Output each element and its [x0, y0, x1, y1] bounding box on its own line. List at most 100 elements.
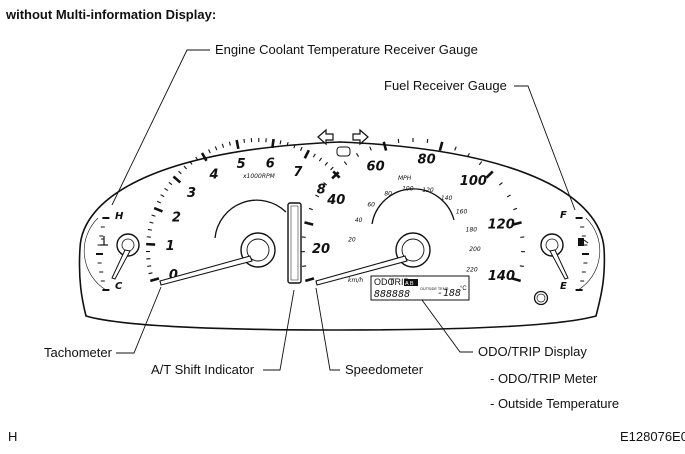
coolant-temperature-gauge: H C	[83, 211, 140, 292]
leader-speedometer	[315, 287, 340, 371]
speedo-tick	[438, 141, 444, 151]
tach-tick	[148, 272, 153, 275]
speedo-kmh-number: 40	[355, 217, 363, 224]
tach-tick	[235, 139, 240, 150]
speedo-kmh-number: 220	[466, 266, 478, 273]
speedo-kmh-unit: km/h	[348, 277, 363, 284]
leader-shift-indicator	[263, 289, 295, 371]
tach-tick	[183, 165, 187, 170]
tach-tick	[228, 141, 231, 146]
tach-tick	[147, 228, 152, 231]
speedo-tick	[478, 161, 483, 166]
lcd-temp-digits: -188	[437, 288, 461, 299]
speedo-kmh-number: 200	[469, 246, 481, 253]
tach-tick	[303, 149, 311, 159]
leader-fuel	[514, 85, 576, 211]
speedo-tick	[506, 194, 511, 198]
tach-tick	[149, 277, 160, 283]
lcd-ab: A B	[405, 281, 414, 287]
tach-number: 4	[208, 167, 218, 182]
tach-tick	[164, 187, 169, 192]
label-odo-trip-meter: - ODO/TRIP Meter	[490, 371, 598, 386]
tach-number: 2	[172, 211, 181, 226]
tach-tick	[243, 138, 246, 143]
coolant-icon	[100, 236, 108, 246]
lcd-odo-digits: 888888	[374, 289, 410, 300]
fuel-empty-label: E	[560, 281, 567, 292]
tach-tick	[153, 206, 163, 213]
tach-tick	[293, 144, 296, 149]
tach-number: 3	[187, 186, 196, 201]
speedo-mph-number: 100	[460, 174, 487, 189]
tach-tick	[331, 171, 340, 180]
label-odo-trip-display: ODO/TRIP Display	[478, 344, 587, 359]
tach-tick	[178, 170, 182, 175]
tach-number: 1	[166, 239, 175, 254]
speedo-tick	[382, 141, 388, 151]
speedo-kmh-number: 60	[367, 201, 375, 208]
tach-number: 8	[317, 182, 326, 197]
tach-tick	[324, 161, 328, 166]
speedo-tick	[304, 277, 315, 283]
speedo-kmh-number: 20	[348, 236, 356, 243]
tach-tick	[200, 152, 208, 162]
speedo-mph-number: 120	[488, 217, 515, 232]
speedo-kmh-number: 120	[422, 187, 434, 194]
cluster-bezel	[78, 141, 606, 331]
tach-tick	[330, 166, 334, 171]
speedo-tick	[485, 170, 494, 179]
heading: without Multi-information Display:	[5, 7, 216, 22]
speedo-mph-unit: MPH	[398, 175, 412, 182]
speedo-tick	[308, 207, 313, 211]
tach-unit-label: x1000RPM	[242, 173, 276, 180]
speedo-tick	[426, 138, 429, 144]
tach-tick	[147, 265, 152, 267]
speedo-tick	[323, 182, 328, 186]
speedo-mph-number: 80	[418, 153, 436, 168]
trip-reset-knob	[533, 290, 549, 306]
fuel-pump-icon	[578, 238, 589, 246]
speedo-tick	[511, 277, 522, 283]
speedo-kmh-number: 80	[384, 190, 392, 197]
tach-tick	[208, 149, 211, 154]
label-shift-indicator: A/T Shift Indicator	[151, 362, 255, 377]
speedo-kmh-number: 160	[456, 209, 468, 216]
tach-tick	[172, 175, 182, 184]
label-fuel-gauge: Fuel Receiver Gauge	[384, 78, 507, 93]
label-outside-temperature: - Outside Temperature	[490, 396, 619, 411]
label-coolant-gauge: Engine Coolant Temperature Receiver Gaug…	[215, 42, 478, 57]
lcd-trip: TRIP	[389, 277, 410, 287]
label-tachometer: Tachometer	[44, 345, 113, 360]
speedo-tick	[343, 161, 348, 166]
turn-signal-left-icon	[317, 128, 334, 146]
tach-tick	[189, 160, 193, 165]
tach-tick	[279, 140, 282, 145]
indicator-lamp	[336, 146, 351, 157]
leader-odo-trip	[421, 299, 473, 353]
tach-tick	[300, 146, 303, 151]
shift-indicator	[287, 202, 302, 284]
speedo-kmh-number: 180	[466, 226, 478, 233]
tach-tick	[168, 181, 173, 186]
tach-tick	[214, 146, 218, 151]
speedo-mph-number: 60	[367, 160, 385, 175]
tach-tick	[160, 194, 165, 198]
speedo-mph-number: 140	[488, 269, 515, 284]
tach-tick	[221, 143, 225, 148]
speedo-tick	[466, 153, 470, 158]
tach-number: 6	[266, 156, 275, 171]
tach-tick	[149, 221, 154, 224]
speedo-kmh-number: 140	[441, 195, 453, 202]
tach-tick	[156, 200, 162, 204]
lcd-temp-unit: °C	[460, 286, 467, 292]
speedo-tick	[315, 194, 320, 198]
speedo-tick	[498, 182, 503, 186]
fuel-full-label: F	[560, 210, 567, 221]
tach-number: 0	[169, 268, 178, 283]
lcd-outside-temp-label: OUTSIDE TEMP	[420, 287, 449, 291]
tach-tick	[151, 214, 156, 217]
speedo-tick	[304, 221, 314, 226]
footer-figure-id: E128076E01	[620, 429, 685, 444]
